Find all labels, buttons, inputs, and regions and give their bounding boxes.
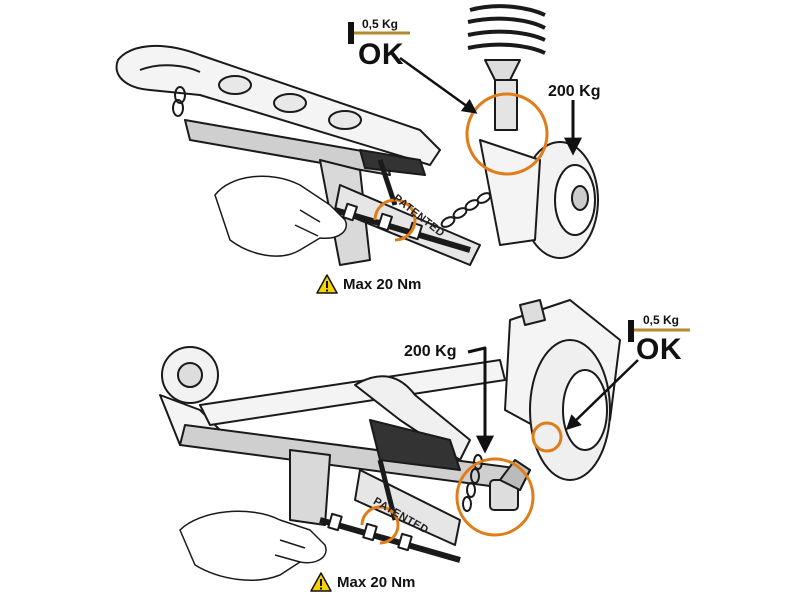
arrow-ok-top [399,56,478,114]
heavy-weight-label-top: 200 Kg [548,83,601,100]
press-tool-frame-top [184,119,481,266]
warning-icon [316,274,338,294]
strut-bottom [504,299,621,481]
top-figure [115,4,599,266]
strut-spring-top [467,4,546,131]
torque-warning-text-bottom: Max 20 Nm [337,573,416,591]
press-tool-frame-bottom [354,375,471,546]
torque-warning-text-top: Max 20 Nm [343,275,422,293]
hand-top [214,175,347,257]
control-arm-top [115,44,441,166]
hand-bottom [179,510,327,581]
light-weight-label-top: 0,5 Kg [362,17,399,31]
weight-marker-bottom [628,320,690,342]
ball-joint-bottom [489,459,531,511]
chain-bottom [462,454,483,512]
warning-icon [310,572,332,592]
ok-label-bottom: OK [636,333,682,366]
torque-warning-top: Max 20 Nm [316,274,421,294]
highlight-circles-bottom [360,421,563,545]
weight-marker-top [348,22,410,44]
wheel-hub-top [479,139,599,259]
light-weight-label-bottom: 0,5 Kg [643,313,680,327]
heavy-weight-label-bottom: 200 Kg [404,343,457,360]
bottom-figure [159,299,690,581]
ok-label-top: OK [358,38,404,71]
arrow-load-bottom [467,346,494,454]
arrow-ok-bottom [565,359,639,431]
highlight-circles-top [373,92,549,242]
torque-warning-bottom: Max 20 Nm [310,572,415,592]
threaded-rod-top [334,202,471,253]
